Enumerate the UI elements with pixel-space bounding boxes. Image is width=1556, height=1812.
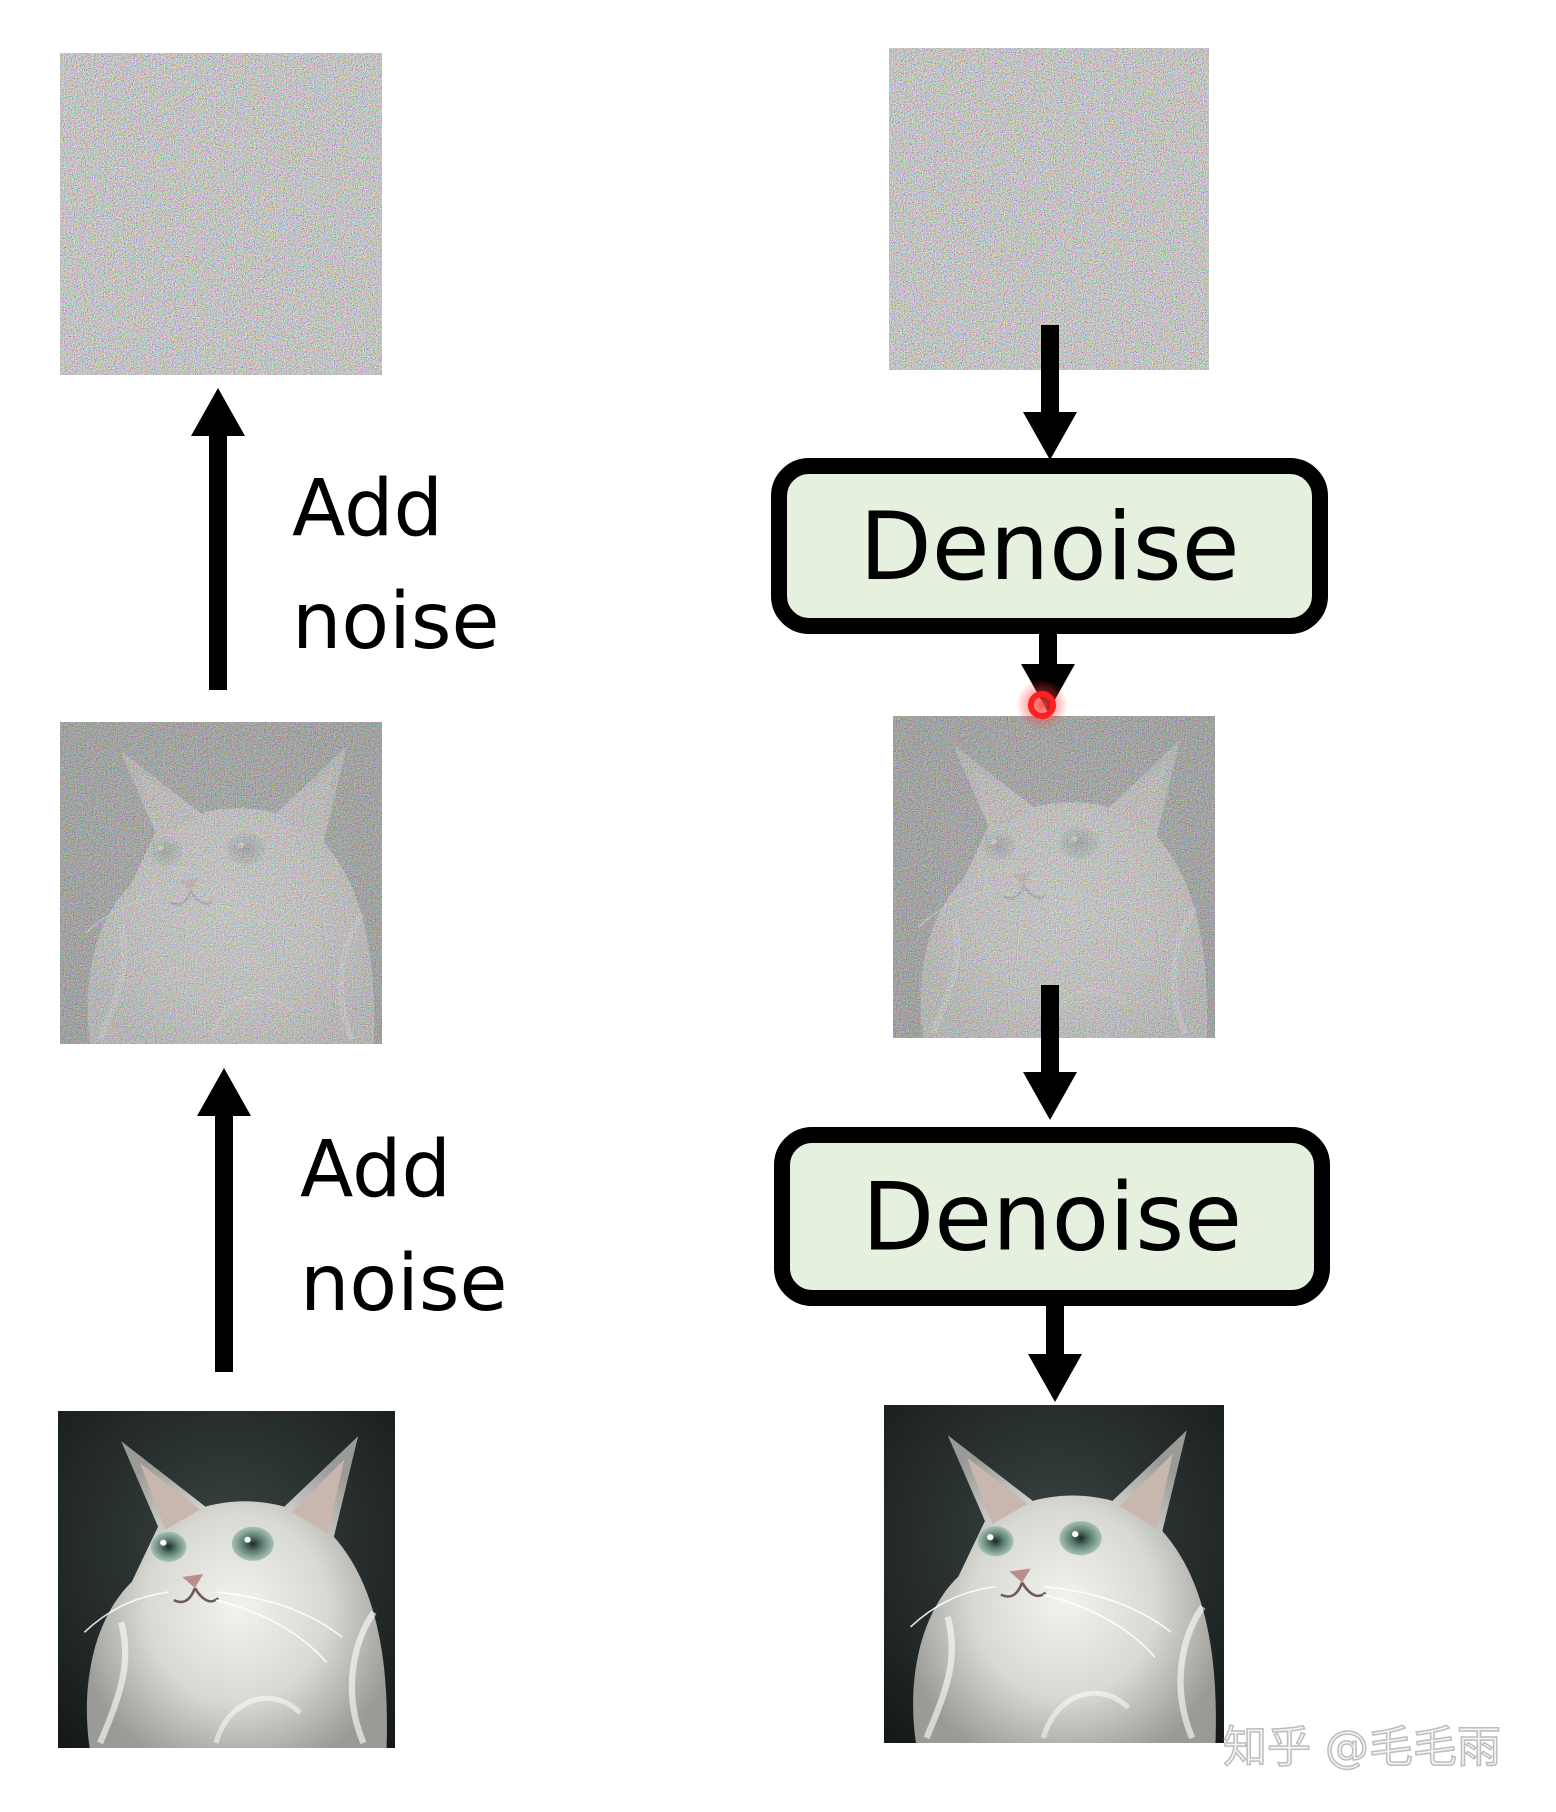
reverse-image-3 [884,1405,1224,1743]
reverse-arrow-4 [1028,1305,1082,1402]
denoise-box-1: Denoise [771,458,1328,634]
denoise-box-2: Denoise [774,1127,1330,1306]
add-noise-label-1-line1: Add [292,464,443,554]
reverse-image-2 [893,716,1215,1038]
forward-image-1 [60,53,382,375]
add-noise-label-2-line2: noise [300,1239,507,1329]
watermark: 知乎 @毛毛雨 [1223,1722,1501,1773]
cursor-indicator [1016,679,1068,731]
add-noise-label-1-line2: noise [292,577,499,667]
forward-arrow-1 [191,388,245,690]
reverse-image-1 [889,48,1209,370]
denoise-label-2: Denoise [862,1164,1242,1273]
reverse-arrow-3 [1023,985,1077,1120]
reverse-arrow-1 [1023,325,1077,460]
denoise-label-1: Denoise [859,493,1239,602]
forward-arrow-2 [197,1068,251,1372]
forward-image-2 [60,722,382,1044]
forward-image-3 [58,1411,395,1748]
add-noise-label-2-line1: Add [300,1125,451,1215]
